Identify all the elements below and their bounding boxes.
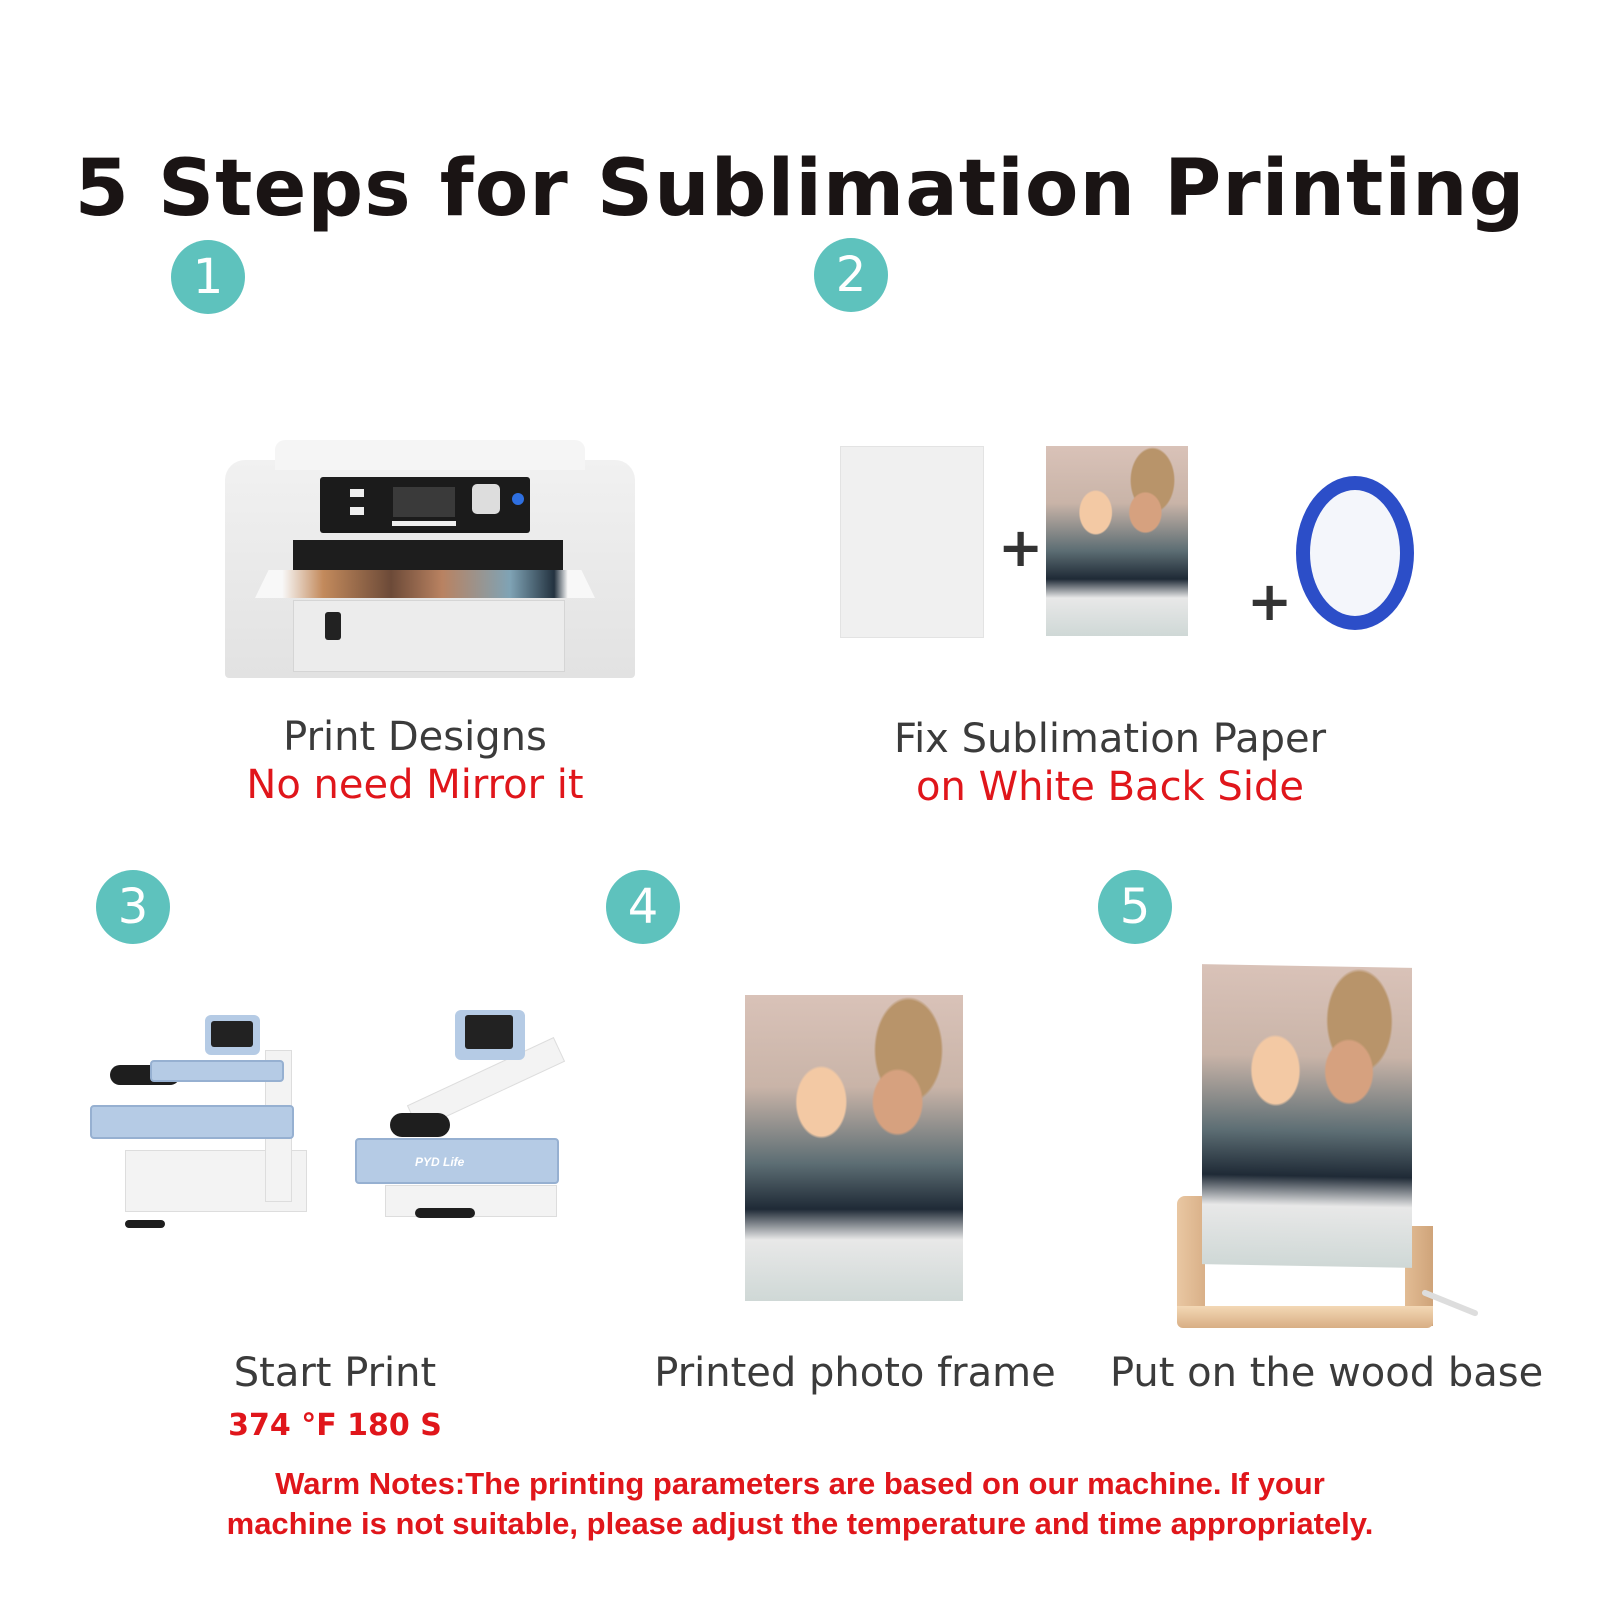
step-4-label: Printed photo frame bbox=[654, 1350, 1056, 1396]
warm-note-line-1: Warm Notes:The printing parameters are b… bbox=[275, 1466, 1325, 1501]
step-3-parameters: 374 °F 180 S bbox=[228, 1408, 442, 1443]
step-3-label: Start Print bbox=[233, 1350, 437, 1396]
step-4-badge: 4 bbox=[606, 870, 680, 944]
step-1-label: Print Designs bbox=[283, 714, 547, 760]
step-1-sublabel: No need Mirror it bbox=[246, 762, 584, 808]
photo-on-wood-base-image bbox=[1202, 964, 1412, 1268]
plus-icon: + bbox=[1247, 570, 1293, 633]
power-icon bbox=[512, 493, 524, 505]
step-2-sublabel: on White Back Side bbox=[916, 764, 1304, 810]
printed-photo-image bbox=[1046, 446, 1188, 636]
step-5-label: Put on the wood base bbox=[1110, 1350, 1544, 1396]
printer-image bbox=[225, 440, 635, 680]
step-1-badge: 1 bbox=[171, 240, 245, 314]
step-2-badge: 2 bbox=[814, 238, 888, 312]
printed-paper bbox=[255, 570, 595, 598]
step-3-badge: 3 bbox=[96, 870, 170, 944]
warm-note-line-2: machine is not suitable, please adjust t… bbox=[226, 1506, 1374, 1541]
printed-photo-frame-image bbox=[745, 995, 963, 1301]
page-title: 5 Steps for Sublimation Printing bbox=[74, 144, 1526, 235]
plus-icon: + bbox=[998, 516, 1044, 579]
heat-press-machines-image: PYD Life bbox=[85, 1010, 585, 1230]
step-2-label: Fix Sublimation Paper bbox=[893, 716, 1327, 762]
heat-tape-roll-image bbox=[1296, 476, 1414, 630]
brand-label: PYD Life bbox=[415, 1155, 465, 1169]
step-5-badge: 5 bbox=[1098, 870, 1172, 944]
blank-sublimation-sheet bbox=[840, 446, 984, 638]
